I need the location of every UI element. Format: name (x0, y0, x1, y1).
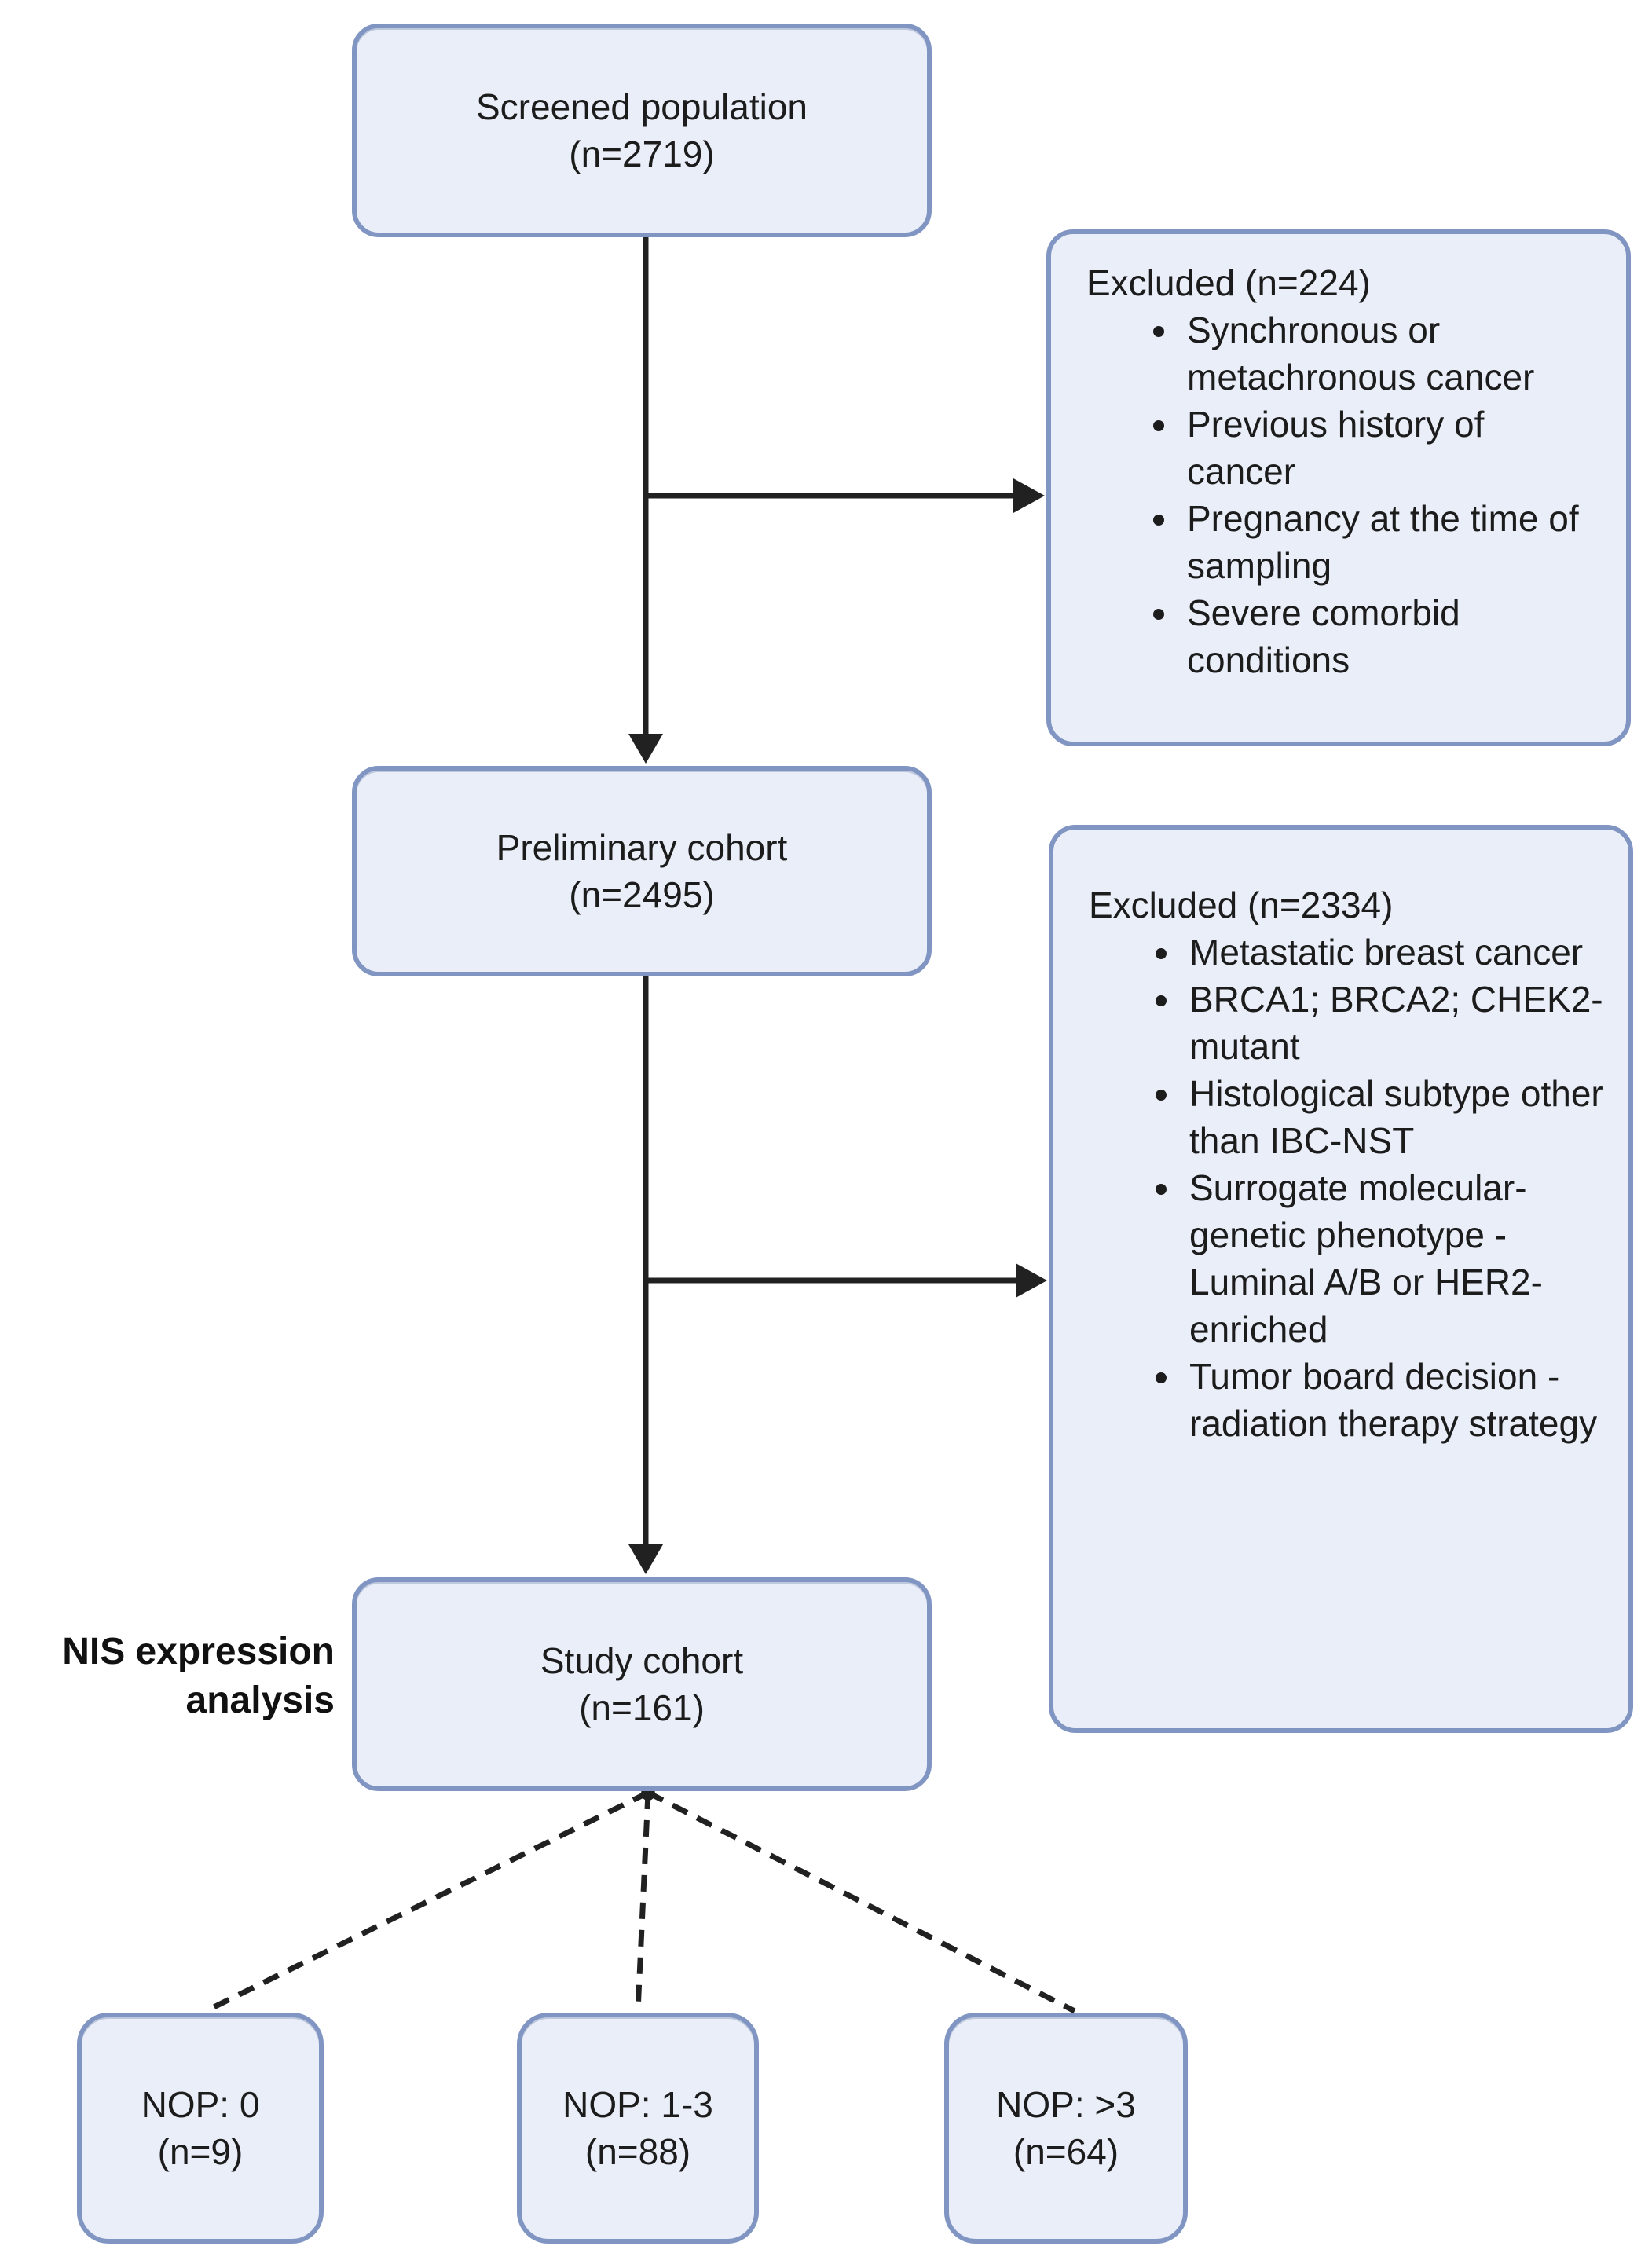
panel-title: Excluded (n=2334) (1089, 885, 1394, 925)
panel-excluded-224: Excluded (n=224) Synchronous or metachro… (1046, 229, 1631, 746)
arrowhead-right-2 (1016, 1263, 1047, 1298)
node-title: Study cohort (540, 1640, 744, 1681)
panel-title: Excluded (n=224) (1086, 262, 1371, 303)
node-count: (n=9) (157, 2131, 244, 2172)
node-title: NOP: 1-3 (562, 2084, 713, 2125)
dashed-line-to-nop-gt3 (647, 1790, 1076, 2014)
node-study-cohort: Study cohort (n=161) (352, 1577, 932, 1791)
side-label-line1: NIS expression (62, 1631, 335, 1672)
arrowhead-right-1 (1013, 478, 1045, 513)
node-count: (n=161) (579, 1687, 705, 1728)
panel-excluded-2334: Excluded (n=2334) Metastatic breast canc… (1049, 825, 1633, 1733)
node-nop-gt-3: NOP: >3 (n=64) (944, 2013, 1188, 2244)
excluded-item: Pregnancy at the time of sampling (1181, 495, 1603, 589)
node-count: (n=64) (1013, 2131, 1119, 2172)
excluded-item: Histological subtype other than IBC-NST (1183, 1070, 1605, 1164)
node-preliminary-cohort: Preliminary cohort (n=2495) (352, 766, 932, 976)
node-screened-population: Screened population (n=2719) (352, 24, 932, 237)
excluded-list: Metastatic breast cancerBRCA1; BRCA2; CH… (1053, 929, 1628, 1447)
excluded-item: Severe comorbid conditions (1181, 589, 1603, 683)
node-count: (n=2719) (569, 134, 715, 174)
node-title: NOP: 0 (141, 2084, 260, 2125)
side-label-nis-expression-analysis: NIS expression analysis (0, 1628, 335, 1725)
node-title: Preliminary cohort (496, 827, 788, 868)
side-label-line2: analysis (185, 1680, 335, 1721)
dashed-line-to-nop13 (635, 1792, 651, 2012)
excluded-item: Previous history of cancer (1181, 401, 1603, 495)
node-count: (n=88) (584, 2131, 691, 2172)
arrowhead-down-1 (628, 734, 663, 764)
node-title: Screened population (476, 86, 808, 127)
dashed-line-to-nop0 (204, 1790, 650, 2014)
arrowhead-down-2 (628, 1544, 663, 1574)
excluded-item: Metastatic breast cancer (1183, 929, 1605, 976)
excluded-item: Surrogate molecular-genetic phenotype - … (1183, 1164, 1605, 1353)
node-nop-1-3: NOP: 1-3 (n=88) (517, 2013, 759, 2244)
node-count: (n=2495) (569, 874, 715, 915)
excluded-list: Synchronous or metachronous cancerPrevio… (1051, 306, 1626, 683)
excluded-item: Synchronous or metachronous cancer (1181, 306, 1603, 401)
node-nop-0: NOP: 0 (n=9) (77, 2013, 324, 2244)
excluded-item: Tumor board decision - radiation therapy… (1183, 1353, 1605, 1447)
node-title: NOP: >3 (996, 2084, 1136, 2125)
excluded-item: BRCA1; BRCA2; CHEK2-mutant (1183, 976, 1605, 1070)
